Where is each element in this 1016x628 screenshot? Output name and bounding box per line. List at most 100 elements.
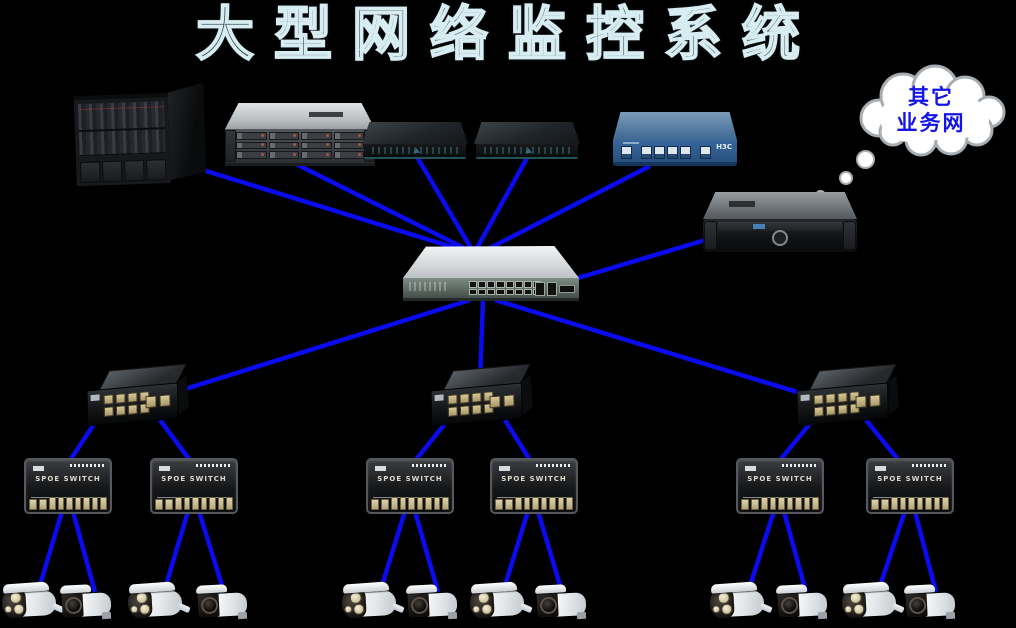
camera-1 [1,581,65,626]
blade-server-side [167,83,206,180]
spoe-led-row [70,464,104,467]
core-uplink-ports [535,282,557,296]
camera-sunshade [195,584,228,594]
camera-mount [101,611,112,620]
core-switch-front [403,278,579,301]
spoe-switch-3: SPOE SWITCH [366,458,454,514]
camera-5 [341,581,405,626]
poe-label-sticker [800,394,810,402]
spoe-logo-chip [745,466,756,471]
poe-uplink-ports [489,394,515,409]
camera-2 [59,584,114,625]
camera-sunshade [59,584,92,594]
camera-lens [64,596,83,615]
poe-switch-1 [84,363,193,431]
spoe-logo-chip [499,466,510,471]
link-storage-server-core-switch [282,155,468,252]
camera-3 [127,581,191,626]
poe-label-sticker [434,394,444,402]
core-switch-top [403,246,579,278]
spoe-switch-label: SPOE SWITCH [877,475,943,483]
link-spoe-switch-3-camera-6 [411,507,441,593]
camera-sunshade [903,584,936,594]
spoe-switch-label: SPOE SWITCH [747,475,813,483]
thought-dot-2 [839,171,853,185]
poe-port-block [447,390,494,418]
poe-port-block [813,390,860,418]
spoe-switch-label: SPOE SWITCH [377,475,443,483]
link-core-switch-poe-switch-3 [494,297,831,405]
thought-dot-1 [856,150,875,169]
spoe-logo-chip [875,466,886,471]
router-top [613,112,737,140]
dell-server-top [703,192,857,219]
storage-server-front [225,129,375,166]
link-nvr-2-core-switch [475,156,529,250]
camera-lens [200,596,219,615]
storage-server-top [225,103,375,129]
camera-mount [759,602,773,614]
camera-lens [539,596,558,615]
dell-server-front [703,219,857,252]
camera-mount [237,611,248,620]
poe-port-block [103,390,150,418]
cloud-text-line2: 业务网 [896,111,966,135]
camera-mount [519,602,533,614]
blade-server-front [73,93,171,187]
poe-switch-2 [428,363,537,431]
camera-lens [410,596,429,615]
nvr-front [476,144,578,159]
camera-lens-face [905,589,928,618]
link-core-switch-poe-switch-1 [149,297,471,403]
link-poe-switch-2-spoe-switch-4 [503,418,535,467]
camera-mount [945,611,956,620]
camera-9 [709,581,773,626]
link-spoe-switch-5-camera-10 [780,507,809,593]
camera-4 [195,584,250,625]
nvr-front [364,144,466,159]
cloud-shape [859,64,1006,157]
camera-lens [780,596,799,615]
poe-switch-front [796,382,889,427]
camera-mount [447,611,458,620]
camera-mount [891,602,905,614]
camera-lens-face [407,589,430,618]
spoe-switch-label: SPOE SWITCH [35,475,101,483]
camera-sunshade [534,584,567,594]
h3c-router: H3C [613,112,737,168]
drive-bays [236,132,364,159]
core-switch [403,246,579,304]
spoe-port-row [29,497,108,510]
spoe-port-row [871,497,950,510]
link-spoe-switch-4-camera-8 [534,507,565,593]
link-spoe-switch-3-camera-5 [377,507,409,593]
cloud-text-line1: 其它 [908,85,954,109]
nvr-1 [362,122,468,164]
spoe-switch-1: SPOE SWITCH [24,458,112,514]
camera-lens-face [61,589,84,618]
camera-sunshade [775,584,808,594]
spoe-switch-label: SPOE SWITCH [161,475,227,483]
link-spoe-switch-2-camera-3 [161,507,192,593]
camera-10 [775,584,830,625]
camera-8 [534,584,589,625]
camera-lens [908,596,927,615]
link-spoe-switch-5-camera-9 [745,507,778,593]
camera-7 [469,581,533,626]
camera-lens-face [536,589,559,618]
dell-drive-bar [718,222,842,231]
camera-lens-face [197,589,220,618]
spoe-port-row [741,497,820,510]
spoe-port-row [155,497,234,510]
camera-lens-face [777,589,800,618]
poe-label-sticker [90,394,100,402]
nvr-top [362,122,468,144]
page-title: 大型网络监控系统 [195,0,820,68]
nvr-top [474,122,580,144]
link-spoe-switch-6-camera-12 [911,507,939,593]
camera-6 [405,584,460,625]
dell-logo-badge [772,230,788,247]
camera-12 [903,584,958,625]
dell-server [703,192,857,256]
router-port-row [621,146,691,159]
